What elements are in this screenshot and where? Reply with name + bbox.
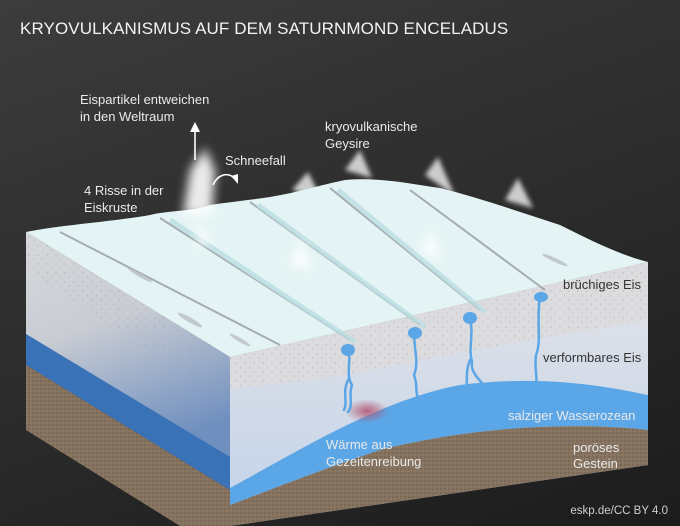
label-cracks-line1: 4 Risse in der	[84, 183, 164, 198]
block-left-face	[26, 230, 230, 526]
label-escape-line2: in den Weltraum	[80, 109, 175, 124]
page-title: KRYOVULKANISMUS AUF DEM SATURNMOND ENCEL…	[20, 19, 509, 38]
label-heat-line1: Wärme aus	[326, 437, 393, 452]
water-pockets	[341, 292, 548, 356]
credit-line: eskp.de/CC BY 4.0	[570, 505, 668, 517]
escape-arrow-icon	[190, 122, 200, 160]
label-geysers-line1: kryovulkanische	[325, 119, 418, 134]
label-rock-line1: poröses	[573, 440, 620, 455]
label-cracks-line2: Eiskruste	[84, 200, 138, 215]
label-brittle-ice: brüchiges Eis	[563, 277, 642, 292]
label-snowfall: Schneefall	[225, 153, 286, 168]
block-front-face	[230, 262, 648, 526]
label-rock-line2: Gestein	[573, 456, 618, 471]
ice-surface	[26, 179, 648, 357]
water-conduits	[342, 295, 542, 414]
label-escape-line1: Eispartikel entweichen	[80, 92, 210, 107]
label-ductile-ice: verformbares Eis	[543, 350, 642, 365]
snowfall-arrow-icon	[212, 173, 238, 186]
label-ocean: salziger Wasserozean	[508, 408, 636, 423]
label-heat-line2: Gezeitenreibung	[326, 454, 422, 469]
label-geysers-line2: Geysire	[325, 136, 370, 151]
geyser-plumes-front	[183, 148, 442, 270]
heat-spots	[345, 399, 389, 423]
